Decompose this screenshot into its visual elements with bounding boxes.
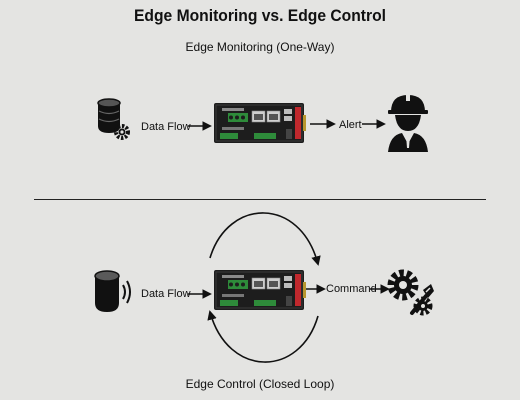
- edge-router-device: [213, 269, 307, 311]
- database-gear-icon: [97, 98, 130, 140]
- feedback-arrow-top: [209, 212, 321, 266]
- monitoring-data-flow-label: Data Flow: [141, 121, 191, 133]
- control-data-flow-label: Data Flow: [141, 288, 191, 300]
- feedback-arrow-bottom: [207, 310, 319, 363]
- section-divider: [34, 199, 486, 200]
- gears-wrench-icon: [387, 269, 434, 316]
- engineer-hardhat-icon: [388, 93, 428, 152]
- diagram-title: Edge Monitoring vs. Edge Control: [134, 6, 386, 25]
- wireless-sensor-icon: [94, 270, 131, 312]
- control-heading: Edge Control (Closed Loop): [185, 377, 335, 391]
- control-command-label: Command: [326, 283, 377, 295]
- monitoring-alert-label: Alert: [339, 119, 362, 131]
- edge-router-device: [213, 102, 307, 144]
- monitoring-heading: Edge Monitoring (One-Way): [185, 40, 335, 54]
